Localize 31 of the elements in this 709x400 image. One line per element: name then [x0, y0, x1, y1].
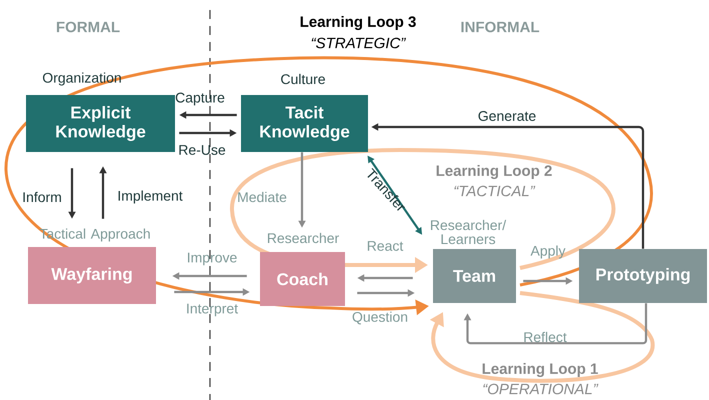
edge-label: Implement	[118, 190, 183, 204]
arrow	[464, 303, 648, 344]
edge-label: Re-Use	[179, 145, 226, 155]
loop-subtitle: “STRATEGIC”	[312, 38, 406, 48]
edge-label: Reflect	[524, 332, 567, 342]
box-caption: Organization	[42, 72, 121, 86]
process-box: Team	[433, 249, 516, 303]
edge-label: Generate	[478, 111, 536, 121]
edge-label: Mediate	[238, 192, 286, 202]
heading-label: FORMAL	[56, 22, 120, 32]
edge-label: Capture	[176, 92, 224, 106]
box-caption: Researcher/ Learners	[431, 220, 506, 244]
edge-label: Improve	[188, 252, 237, 266]
loop-subtitle: “OPERATIONAL”	[483, 384, 598, 394]
edge-label: Interpret	[187, 304, 238, 316]
edge-label: Apply	[530, 245, 566, 259]
process-box: Wayfaring	[28, 247, 156, 304]
loop-subtitle: “TACTICAL”	[454, 186, 536, 196]
loop-title: Learning Loop 1	[482, 362, 598, 378]
box-caption: Researcher	[268, 232, 339, 244]
edge-label: Question	[352, 312, 408, 324]
loop-title: Learning Loop 2	[436, 164, 552, 180]
edge-label: React	[368, 241, 404, 251]
edge-label: Inform	[23, 192, 61, 202]
process-box: Prototyping	[579, 249, 707, 303]
loop-title: Learning Loop 3	[300, 16, 416, 30]
heading-label: INFORMAL	[461, 22, 540, 32]
process-box: Tacit Knowledge	[241, 95, 368, 152]
process-box: Coach	[260, 252, 345, 306]
box-caption: Culture	[281, 74, 325, 84]
process-box: Explicit Knowledge	[26, 95, 175, 152]
